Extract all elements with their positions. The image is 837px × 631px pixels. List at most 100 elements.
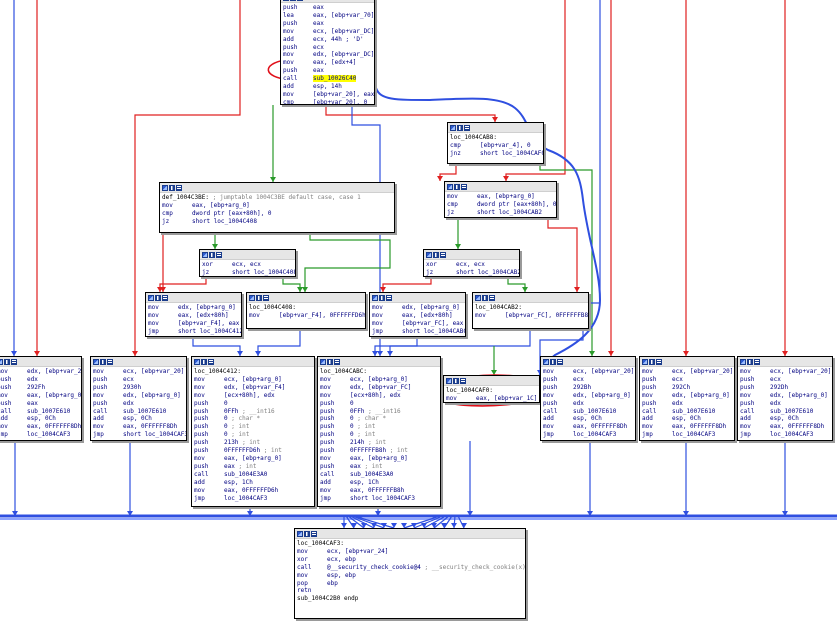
operands[interactable]: eax, [ebp+arg_0] (224, 454, 282, 462)
operands[interactable]: eax (313, 19, 324, 27)
asm-line[interactable]: push292Fh (0, 384, 79, 392)
code-label[interactable]: loc_1004CAF0: (446, 387, 493, 394)
operands[interactable]: 292Fh (27, 383, 46, 391)
operands[interactable]: edx, [ebp+arg_0] (123, 391, 181, 399)
graph-view-icon[interactable] (93, 358, 99, 365)
chart-icon[interactable] (379, 294, 385, 301)
operands[interactable]: edx, [ebp+arg_0] (178, 304, 236, 311)
chart-icon[interactable] (290, 0, 296, 1)
operands[interactable]: short loc_1004CABC (402, 327, 466, 335)
operands[interactable]: loc_1004CAF3 (573, 431, 617, 439)
code-label[interactable]: loc_1004CAB8: (450, 134, 497, 141)
operands[interactable]: short loc_1004CAF3 (350, 494, 416, 502)
block-header[interactable] (281, 0, 374, 3)
graph-view-icon[interactable] (642, 358, 648, 365)
operands[interactable]: eax (313, 67, 324, 75)
chart-icon[interactable] (482, 294, 488, 301)
operands[interactable]: [ebp+var_20], 0 (313, 98, 368, 105)
block-header[interactable] (541, 357, 635, 367)
operands[interactable]: edx (672, 399, 683, 407)
operands[interactable]: eax (350, 462, 361, 470)
listing-icon[interactable] (107, 358, 113, 365)
graph-view-icon[interactable] (0, 358, 3, 365)
operands[interactable]: short loc_1004CAF0 (480, 149, 544, 157)
block-header[interactable] (738, 357, 832, 367)
operands[interactable]: 292Bh (573, 383, 592, 391)
operands[interactable]: 0 (224, 415, 228, 423)
operands[interactable]: ecx (672, 375, 683, 383)
code-label[interactable]: loc_1004CAF3: (297, 540, 344, 547)
operands[interactable]: ecx, 44h ; 'D' (313, 35, 364, 43)
listing-icon[interactable] (754, 358, 760, 365)
graph-view-icon[interactable] (475, 294, 481, 301)
operands[interactable]: eax, [ebp+arg_0] (192, 201, 250, 209)
operands[interactable]: 0 (350, 423, 354, 431)
operands[interactable]: edx (770, 399, 781, 407)
chart-icon[interactable] (327, 358, 333, 365)
graph-view-icon[interactable] (446, 377, 452, 384)
operands[interactable]: [ecx+80h], edx (224, 391, 275, 399)
operands[interactable]: esp, 1Ch (350, 478, 379, 486)
operands[interactable]: eax, [edx+80h] (178, 311, 229, 319)
asm-line[interactable]: cmp[ebp+var_4], 0 (450, 142, 541, 150)
graph-view-icon[interactable] (372, 294, 378, 301)
operands[interactable]: esp, 0Ch (27, 415, 56, 423)
operands[interactable]: dword ptr [eax+80h], 0 (192, 209, 272, 217)
block-header[interactable] (200, 250, 295, 260)
operands[interactable]: 292Dh (770, 383, 789, 391)
operands[interactable]: eax, [ebp+var_70] (313, 11, 375, 19)
operands[interactable]: short loc_1004CAB2 (477, 208, 543, 216)
operands[interactable]: edx (123, 399, 134, 407)
listing-icon[interactable] (334, 358, 340, 365)
operands[interactable]: esp, 1Ch (224, 478, 253, 486)
operands[interactable]: [ecx+80h], edx (350, 391, 401, 399)
operands[interactable]: eax (224, 462, 235, 470)
chart-icon[interactable] (453, 377, 459, 384)
operands[interactable]: [ebp+var_4], 0 (480, 141, 531, 149)
graph-view-icon[interactable] (162, 184, 168, 191)
block-header[interactable] (160, 183, 394, 193)
chart-icon[interactable] (550, 358, 556, 365)
code-block-loc-1004cab2[interactable]: loc_1004CAB2:mov[ebp+var_FC], 0FFFFFFB8h (472, 292, 589, 329)
block-header[interactable] (146, 293, 241, 303)
operands[interactable]: @__security_check_cookie@4 (327, 563, 421, 571)
operands[interactable]: eax, 0FFFFFF8Dh (123, 423, 178, 431)
block-header[interactable] (424, 250, 519, 260)
operands[interactable]: 0 (350, 415, 354, 423)
operands[interactable]: dword ptr [eax+80h], 0 (477, 200, 557, 208)
graph-view-icon[interactable] (450, 124, 456, 131)
listing-icon[interactable] (216, 251, 222, 258)
block-header[interactable] (91, 357, 186, 367)
